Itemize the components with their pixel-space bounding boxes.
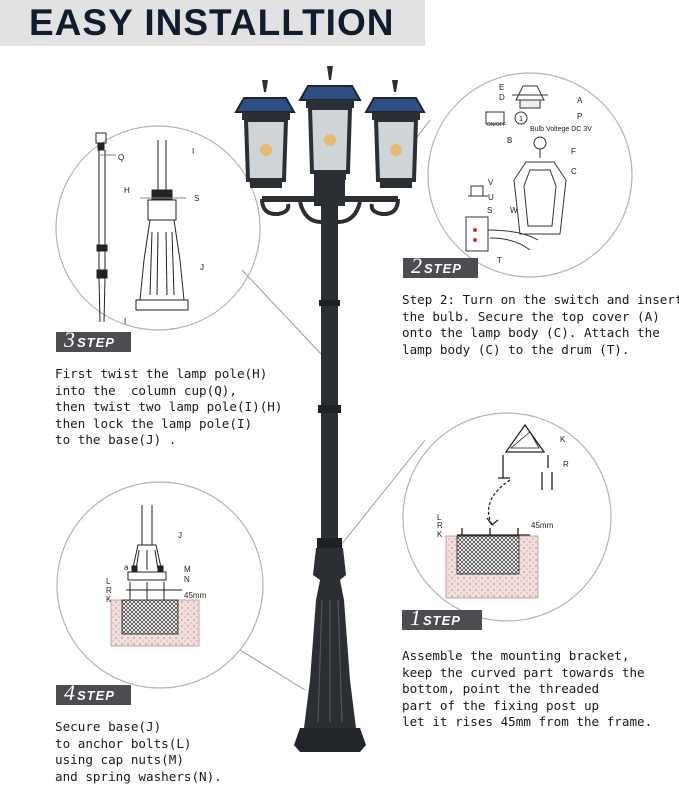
lamp-post (234, 66, 426, 752)
svg-text:45mm: 45mm (184, 591, 207, 600)
bracket-concrete-block (445, 535, 539, 599)
svg-text:S: S (194, 194, 199, 203)
bracket-detail-drawing (457, 423, 553, 536)
lantern-center (298, 66, 362, 180)
svg-text:D: D (499, 93, 505, 102)
svg-text:L: L (437, 513, 442, 522)
step-2-line: onto the lamp body (C). Attach the (402, 325, 660, 340)
svg-text:Bulb Voltege DC 3V: Bulb Voltege DC 3V (530, 126, 592, 133)
step-3-line: to the base(J) . (55, 432, 177, 447)
svg-text:a: a (124, 563, 129, 572)
svg-text:R: R (563, 460, 569, 469)
pole-detail-labels: Q I H S J I (118, 147, 204, 326)
svg-text:R: R (437, 521, 443, 530)
step-3-line: then twist two lamp pole(I)(H) (55, 399, 283, 414)
step-2-line: Step 2: Turn on the switch and insert (402, 292, 679, 307)
step-4-instructions: Secure base(J) to anchor bolts(L) using … (55, 719, 222, 785)
svg-text:J: J (200, 263, 204, 272)
svg-text:L: L (106, 577, 111, 586)
svg-text:M: M (184, 565, 191, 574)
step-2-instructions: Step 2: Turn on the switch and insert th… (402, 292, 679, 358)
step-1-label: 1 STEP (402, 605, 482, 630)
title-bar (0, 0, 425, 46)
svg-text:1: 1 (519, 116, 523, 123)
base-concrete-block (110, 599, 200, 647)
step-4-word: STEP (77, 687, 115, 703)
bracket-detail-labels: K R L R K 45mm (437, 435, 569, 539)
svg-text:K: K (437, 530, 443, 539)
svg-text:P: P (577, 112, 582, 121)
step-3-word: STEP (77, 334, 115, 350)
svg-text:N: N (184, 575, 190, 584)
lantern-right (364, 80, 426, 188)
base-detail-drawing (126, 505, 182, 600)
svg-text:K: K (560, 435, 566, 444)
lantern-left (234, 80, 296, 188)
step-1-line: keep the curved part towards the (402, 664, 645, 680)
step-2-number: 2 (411, 253, 422, 278)
step-4-line: to anchor bolts(L) (55, 735, 192, 751)
step-3-line: then lock the lamp pole(I) (55, 415, 253, 431)
callout-circle-bottom-left (56, 481, 264, 689)
svg-text:W: W (510, 206, 518, 215)
svg-text:J: J (178, 531, 182, 540)
svg-text:V: V (488, 178, 494, 187)
step-1-line: part of the fixing post up (402, 697, 600, 713)
svg-text:U: U (488, 193, 494, 202)
callout-circle-top-left (55, 125, 261, 331)
svg-text:R: R (106, 586, 112, 595)
step-3-instructions: First twist the lamp pole(H) into the co… (55, 366, 282, 449)
svg-text:I: I (192, 147, 194, 156)
svg-text:H: H (124, 186, 130, 195)
svg-text:Q: Q (118, 153, 124, 162)
step-2-line: lamp body (C) to the drum (T). (402, 341, 630, 357)
step-1-instructions: Assemble the mounting bracket, keep the … (402, 648, 652, 731)
svg-text:K: K (106, 595, 112, 604)
lamp-head-detail-drawing (465, 85, 567, 252)
step-2-line: the bulb. Secure the top cover (A) (402, 308, 660, 324)
step-1-line: let it rises 45mm from the frame. (402, 714, 653, 729)
step-1-line: bottom, point the threaded (402, 681, 600, 696)
pole-detail-drawing (95, 132, 189, 323)
base-detail-labels: J a M N L R K 45mm (106, 531, 207, 604)
svg-text:I: I (124, 317, 126, 326)
step-3-line: First twist the lamp pole(H) (55, 366, 268, 381)
step-3-line: into the column cup(Q), (55, 382, 237, 398)
svg-text:F: F (571, 147, 576, 156)
lamp-head-detail-labels: E D A P B F C V U S W T 1 ON/OFF Bulb Vo… (487, 83, 592, 265)
step-4-line: using cap nuts(M) (55, 752, 184, 767)
svg-text:E: E (499, 83, 504, 92)
step-2-word: STEP (424, 260, 462, 276)
step-1-number: 1 (410, 605, 421, 630)
svg-text:A: A (577, 96, 583, 105)
step-4-line: and spring washers(N). (55, 768, 222, 784)
step-1-word: STEP (423, 612, 461, 628)
step-3-number: 3 (64, 327, 75, 352)
step-3-label: 3 STEP (56, 327, 131, 352)
step-1-line: Assemble the mounting bracket, (402, 648, 630, 663)
svg-text:ON/OFF: ON/OFF (487, 122, 506, 128)
svg-text:T: T (497, 256, 502, 265)
svg-text:S: S (487, 206, 492, 215)
svg-text:45mm: 45mm (531, 521, 554, 530)
step-4-number: 4 (64, 680, 75, 705)
step-4-line: Secure base(J) (55, 719, 162, 734)
page-title: EASY INSTALLTION (29, 2, 395, 43)
svg-text:B: B (507, 136, 512, 145)
svg-text:C: C (571, 167, 577, 176)
step-4-label: 4 STEP (56, 680, 131, 705)
step-2-label: 2 STEP (403, 253, 478, 278)
